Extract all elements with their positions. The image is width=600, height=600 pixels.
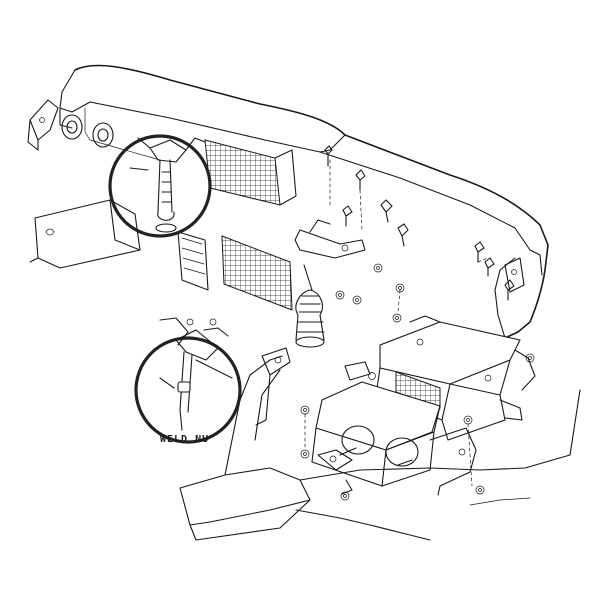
- nut-icon: [300, 449, 310, 459]
- right-brace: [255, 347, 291, 426]
- gauge-openings: [61, 114, 114, 148]
- screw-icon: [397, 223, 409, 247]
- nut-icon: [525, 353, 535, 363]
- detail-circle-upper: [108, 134, 212, 238]
- weld-nut-label: WELD NU: [160, 434, 209, 445]
- nut-icon: [335, 290, 345, 300]
- screw-icon: [380, 199, 393, 223]
- screw-icon: [324, 145, 333, 167]
- nut-icon: [475, 485, 485, 495]
- lower-grille: [177, 231, 293, 311]
- lower-floor-panel: [179, 355, 581, 541]
- screw-icon: [474, 241, 485, 263]
- nut-icon: [392, 313, 402, 323]
- dashboard-panel: [59, 64, 549, 339]
- nut-icon: [300, 405, 310, 415]
- right-side-latch: [504, 257, 525, 293]
- gauge-cluster-housing: [311, 381, 477, 496]
- leader-lines: [304, 159, 489, 487]
- screw-icon: [355, 169, 366, 191]
- left-side-bracket: [27, 99, 59, 151]
- cluster-base-bracket: [317, 449, 353, 495]
- fasteners: [300, 145, 535, 501]
- screw-icon: [484, 257, 495, 277]
- nut-icon: [373, 263, 383, 273]
- nut-icon: [352, 295, 362, 305]
- pedal-bracket: [159, 317, 229, 346]
- nut-icon: [340, 491, 350, 501]
- detail-circle-weld-nut: WELD NU: [134, 329, 242, 445]
- upper-grille: [204, 139, 297, 206]
- nut-icon: [463, 415, 473, 425]
- steering-column-boot: [294, 219, 366, 348]
- left-body-beam: [29, 199, 141, 269]
- screw-icon: [342, 205, 353, 227]
